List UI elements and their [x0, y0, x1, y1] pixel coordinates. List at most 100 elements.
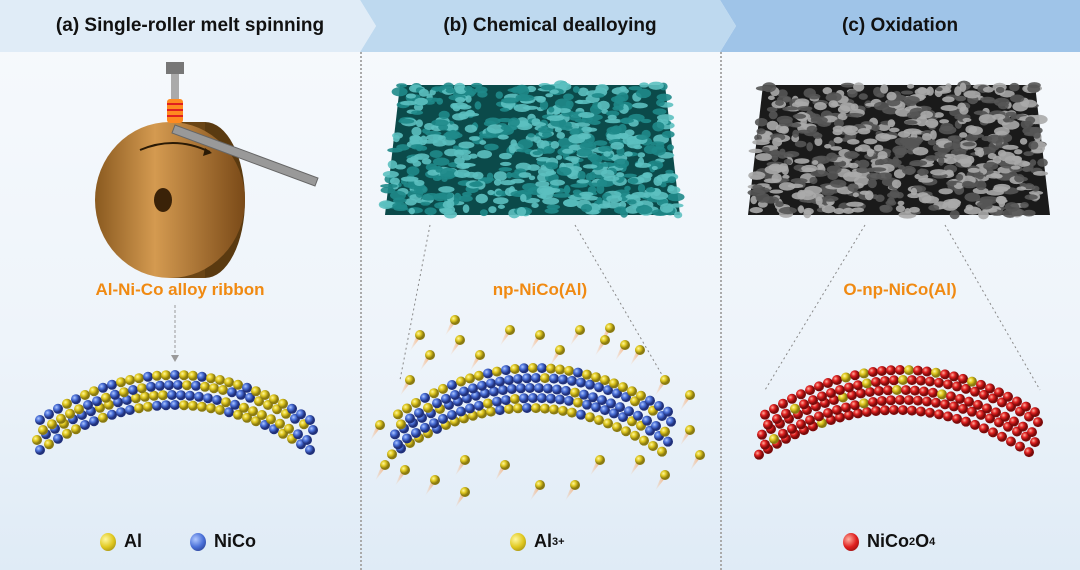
atom [423, 402, 433, 413]
atom [645, 395, 655, 406]
atom [949, 371, 959, 382]
atom [450, 390, 460, 401]
atom [591, 372, 601, 383]
atom [1015, 441, 1025, 452]
atom [558, 405, 568, 416]
atom [778, 428, 788, 439]
atom [955, 393, 965, 404]
atom [438, 383, 448, 394]
atom [411, 427, 421, 438]
atom [143, 371, 153, 382]
atom [209, 383, 219, 394]
atom [787, 393, 797, 404]
atom [555, 394, 565, 405]
legend-nico: NiCo [190, 531, 256, 552]
melt-spinning-roller [95, 62, 319, 278]
atom [35, 415, 45, 425]
atom [44, 439, 54, 450]
atom [757, 429, 767, 440]
atom [537, 393, 547, 404]
atom [170, 400, 180, 410]
atom [275, 418, 285, 429]
atom [588, 392, 598, 403]
atom [71, 424, 81, 435]
atom [179, 370, 189, 381]
atom [233, 379, 243, 390]
atom [191, 380, 201, 391]
atom [907, 375, 917, 386]
atom [98, 412, 108, 423]
atom [805, 385, 815, 396]
atom [889, 405, 899, 416]
atom [654, 400, 664, 411]
atom [176, 390, 186, 401]
atom [218, 385, 228, 395]
atom [420, 392, 430, 403]
atom [149, 390, 159, 401]
atom [648, 440, 658, 451]
atom [528, 393, 538, 404]
atom [89, 386, 99, 397]
atom [528, 363, 538, 374]
atom [796, 389, 806, 400]
legend-label: Al [534, 531, 552, 551]
atom [167, 390, 177, 400]
atom [125, 375, 135, 385]
atom [402, 403, 412, 414]
atom [657, 446, 667, 457]
atom [155, 380, 165, 391]
atom [62, 428, 72, 439]
atom [781, 408, 791, 419]
atom [305, 415, 315, 425]
atom [393, 439, 403, 450]
atom [943, 411, 953, 422]
atom [582, 369, 592, 380]
atom [1030, 407, 1040, 418]
atom [919, 386, 929, 397]
atom [468, 383, 478, 394]
atom [158, 390, 168, 401]
atom [582, 399, 592, 410]
atom [254, 396, 264, 407]
atom [850, 370, 860, 381]
atom [627, 386, 637, 397]
al-ion [470, 350, 485, 371]
atom [513, 403, 523, 414]
atom [116, 377, 126, 388]
atom [630, 430, 640, 441]
atom [639, 435, 649, 446]
atom [760, 439, 770, 450]
atom [308, 425, 318, 435]
atom [952, 381, 962, 392]
al-ion [655, 470, 670, 491]
atom [546, 363, 556, 374]
atom [489, 386, 499, 397]
atom [80, 390, 90, 400]
al-atom-icon [100, 532, 116, 551]
atom [492, 366, 502, 377]
al-ion [595, 335, 610, 356]
atom [567, 407, 577, 418]
ribbon-oxidized [754, 365, 1043, 460]
atom [447, 380, 457, 391]
atom [251, 416, 261, 427]
atom [501, 395, 511, 406]
atom [531, 403, 541, 414]
atom [997, 431, 1007, 442]
atom [242, 382, 252, 393]
atom [513, 373, 523, 384]
step-b-title: (b) Chemical dealloying [443, 15, 657, 36]
atom [898, 375, 908, 386]
atom [805, 415, 815, 426]
atom [110, 389, 120, 400]
step-a-header: (a) Single-roller melt spinning [0, 0, 376, 52]
atom [841, 402, 851, 413]
atom [1003, 391, 1013, 402]
atom [760, 409, 770, 420]
atom [925, 376, 935, 387]
atom [856, 388, 866, 399]
atom [763, 419, 773, 430]
atom [495, 405, 505, 416]
atom [850, 400, 860, 411]
atom [519, 363, 529, 374]
